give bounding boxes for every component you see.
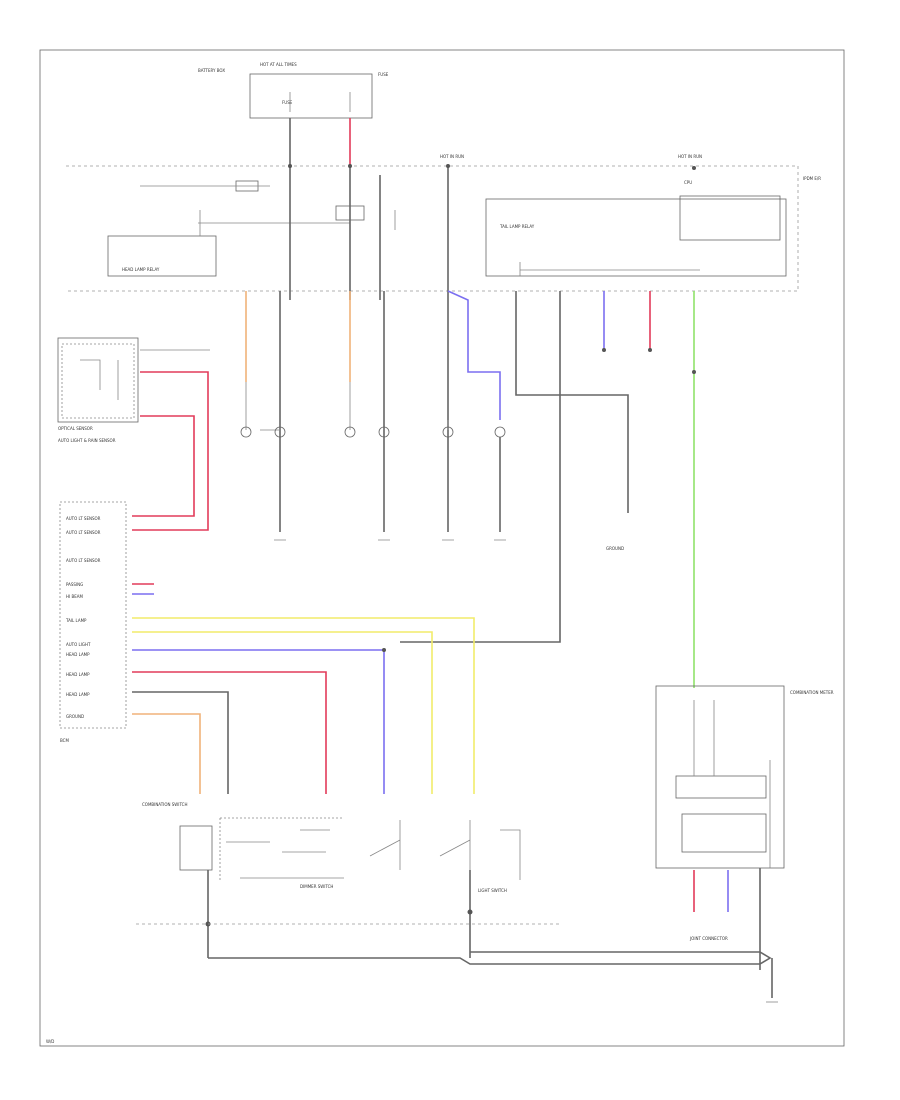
bcm-pin-4: HI BEAM	[66, 594, 83, 599]
fuse-box-top: HOT AT ALL TIMES BATTERY BOX FUSE FUSE	[198, 62, 389, 119]
wire-black-bcm	[132, 691, 229, 794]
combo-switch-label: COMBINATION SWITCH	[142, 802, 187, 807]
bcm-pin-8: HEAD LAMP	[66, 672, 90, 677]
page-border	[39, 49, 845, 1047]
bcm-pin-2: AUTO LT SENSOR	[66, 558, 101, 563]
wire-orange-bcm	[132, 713, 201, 794]
footer-label: W/D	[46, 1039, 54, 1044]
light-sensor-label-2: AUTO LIGHT & RAIN SENSOR	[58, 438, 116, 443]
wire-blue-top	[447, 290, 501, 420]
ipdm-label: IPDM E/R	[803, 176, 821, 181]
wire-yellow-1	[132, 617, 475, 794]
combination-switch: COMBINATION SWITCH DIMMER SWITCH LIGHT S…	[142, 802, 521, 958]
bcm-pin-10: GROUND	[66, 714, 84, 719]
lamp-columns	[240, 382, 506, 532]
bcm-pin-1: AUTO LT SENSOR	[66, 530, 101, 535]
bcm-pin-9: HEAD LAMP	[66, 692, 90, 697]
head-lamp-relay-label: HEAD LAMP RELAY	[122, 267, 160, 272]
dimmer-switch-label: DIMMER SWITCH	[300, 884, 333, 889]
head-lamp-relay-box	[107, 235, 217, 277]
wire-red-sensor-2	[132, 415, 195, 517]
cpu-label: CPU	[684, 180, 692, 185]
tail-lamp-relay-label: TAIL LAMP RELAY	[499, 224, 535, 229]
joint-connector: JOINT CONNECTOR	[208, 868, 778, 1003]
wire-red-sensor-1	[132, 371, 209, 531]
ipdm-internal: HEAD LAMP RELAY TAIL LAMP RELAY CPU	[107, 176, 787, 277]
grounds-upper: GROUND	[274, 539, 624, 551]
junction-dots	[288, 164, 696, 652]
fuse-left-label: FUSE	[282, 100, 293, 105]
bcm-pin-0: AUTO LT SENSOR	[66, 516, 101, 521]
bcm-pin-6: AUTO LIGHT	[66, 642, 91, 647]
hot-run-label-1: HOT IN RUN	[440, 154, 464, 159]
joint-connector-label: JOINT CONNECTOR	[689, 936, 728, 941]
wire-red-bcm-2	[132, 671, 327, 794]
battery-label: BATTERY BOX	[198, 68, 225, 73]
bcm-pin-5: TAIL LAMP	[65, 618, 87, 623]
ground-label: GROUND	[606, 546, 624, 551]
top-fuse-label: HOT AT ALL TIMES	[260, 62, 297, 67]
bcm-label: BCM	[60, 738, 69, 743]
light-switch-label: LIGHT SWITCH	[478, 888, 507, 893]
combination-meter: COMBINATION METER	[655, 685, 834, 869]
wire-yellow-2	[132, 631, 433, 794]
bcm-box: BCM AUTO LT SENSOR AUTO LT SENSOR AUTO L…	[59, 501, 127, 743]
hot-run-label-2: HOT IN RUN	[678, 154, 702, 159]
light-sensor: OPTICAL SENSOR AUTO LIGHT & RAIN SENSOR	[57, 337, 210, 443]
bcm-pin-7: HEAD LAMP	[66, 652, 90, 657]
fuse-right-label: FUSE	[378, 72, 389, 77]
cluster-label: COMBINATION METER	[790, 690, 834, 695]
ipdm-cpu-inner	[679, 195, 781, 241]
cpu-box	[485, 198, 787, 277]
colored-wires	[132, 118, 729, 912]
bcm-pin-3: PASSING	[66, 582, 83, 587]
ipdm-boundary: IPDM E/R	[66, 165, 821, 292]
light-sensor-label: OPTICAL SENSOR	[58, 426, 93, 431]
